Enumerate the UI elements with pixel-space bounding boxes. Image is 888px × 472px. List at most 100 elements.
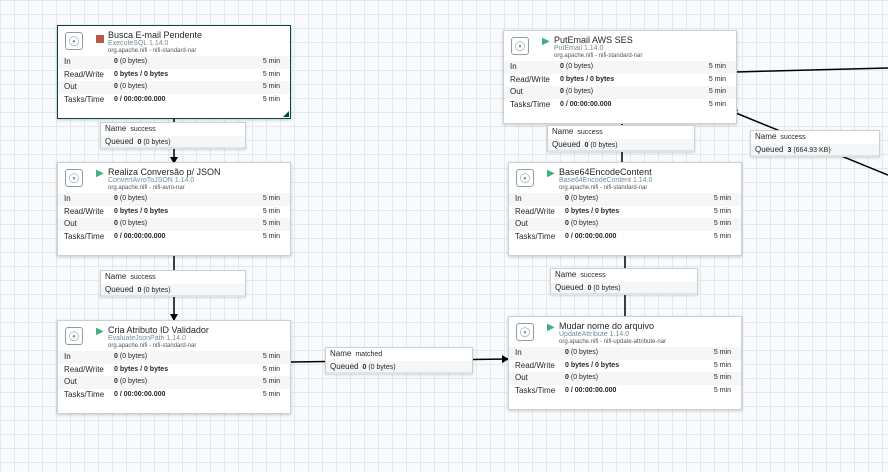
processor-base64-encode-content[interactable]: ☉ ▶ Base64EncodeContent Base64EncodeCont… — [508, 162, 742, 256]
processor-name: Mudar nome do arquivo — [559, 321, 655, 331]
stat-row-out: Out 0 (0 bytes) 5 min — [58, 218, 290, 231]
stat-row-tasks: Tasks/Time 0 / 00:00:00.000 5 min — [58, 231, 290, 244]
queue-progress-bar — [551, 293, 697, 295]
stat-row-read-write: Read/Write 0 bytes / 0 bytes 5 min — [58, 206, 290, 219]
stat-label: Tasks/Time — [515, 231, 556, 241]
connection-line-external-out[interactable] — [734, 67, 888, 73]
processor-icon: ☉ — [65, 327, 83, 345]
stat-value: 0 (0 bytes) — [114, 378, 148, 385]
stat-row-in: In 0 (0 bytes) 5 min — [504, 61, 736, 74]
stat-row-in: In 0 (0 bytes) 5 min — [58, 56, 290, 69]
processor-bundle: org.apache.nifi - nifi-standard-nar — [559, 185, 648, 191]
stat-label: In — [64, 352, 71, 361]
stat-row-read-write: Read/Write 0 bytes / 0 bytes 5 min — [504, 74, 736, 87]
processor-name: Cria Atributo ID Validador — [108, 325, 209, 335]
stat-value: 0 (0 bytes) — [565, 374, 599, 381]
stat-row-in: In 0 (0 bytes) 5 min — [509, 193, 741, 206]
stat-row-out: Out 0 (0 bytes) 5 min — [58, 81, 290, 94]
resize-handle[interactable] — [283, 111, 289, 117]
stat-window: 5 min — [262, 195, 280, 202]
stat-label: Read/Write — [64, 206, 104, 216]
stat-window: 5 min — [713, 374, 731, 381]
stat-window: 5 min — [262, 207, 280, 215]
stat-row-tasks: Tasks/Time 0 / 00:00:00.000 5 min — [509, 231, 741, 244]
play-icon: ▶ — [96, 326, 104, 337]
stat-label: In — [64, 57, 71, 66]
processor-icon: ☉ — [511, 37, 529, 55]
stat-window: 5 min — [713, 232, 731, 240]
stat-row-in: In 0 (0 bytes) 5 min — [509, 347, 741, 360]
stat-label: Out — [510, 87, 523, 96]
stat-value: 0 / 00:00:00.000 — [114, 390, 166, 398]
play-icon: ▶ — [542, 36, 550, 47]
processor-header: ☉ ▶ Realiza Conversão p/ JSON ConvertAvr… — [58, 163, 290, 193]
processor-bundle: org.apache.nifi - nifi-avro-nar — [108, 185, 185, 191]
stat-row-out: Out 0 (0 bytes) 5 min — [509, 218, 741, 231]
stat-value: 0 / 00:00:00.000 — [565, 232, 617, 240]
play-icon: ▶ — [96, 168, 104, 179]
stat-window: 5 min — [713, 361, 731, 369]
stat-label: Out — [515, 219, 528, 228]
stop-icon — [96, 35, 104, 43]
queue-progress-bar — [326, 372, 472, 374]
stat-value: 0 (0 bytes) — [560, 63, 594, 70]
stat-value: 0 bytes / 0 bytes — [565, 361, 620, 369]
stat-row-in: In 0 (0 bytes) 5 min — [58, 193, 290, 206]
processor-type: Base64EncodeContent 1.14.0 — [559, 177, 653, 184]
stat-row-read-write: Read/Write 0 bytes / 0 bytes 5 min — [58, 69, 290, 82]
stat-value: 0 bytes / 0 bytes — [114, 70, 169, 78]
processor-type: EvaluateJsonPath 1.14.0 — [108, 335, 186, 342]
processor-cria-atributo-id-validador[interactable]: ☉ ▶ Cria Atributo ID Validador EvaluateJ… — [57, 320, 291, 414]
stat-window: 5 min — [713, 386, 731, 394]
stat-label: Tasks/Time — [510, 99, 551, 109]
stat-label: Read/Write — [64, 69, 104, 79]
processor-realiza-conversao-json[interactable]: ☉ ▶ Realiza Conversão p/ JSON ConvertAvr… — [57, 162, 291, 256]
stat-label: In — [515, 348, 522, 357]
stat-window: 5 min — [262, 95, 280, 103]
stat-label: In — [515, 194, 522, 203]
processor-putemail-aws-ses[interactable]: ☉ ▶ PutEmail AWS SES PutEmail 1.14.0 org… — [503, 30, 737, 124]
stat-row-read-write: Read/Write 0 bytes / 0 bytes 5 min — [509, 206, 741, 219]
stat-label: Out — [64, 377, 77, 386]
stat-window: 5 min — [262, 365, 280, 373]
stat-window: 5 min — [262, 232, 280, 240]
processor-header: ☉ ▶ PutEmail AWS SES PutEmail 1.14.0 org… — [504, 31, 736, 61]
stat-value: 0 / 00:00:00.000 — [114, 232, 166, 240]
stat-value: 0 bytes / 0 bytes — [565, 207, 620, 215]
stat-label: Tasks/Time — [64, 389, 105, 399]
stat-value: 0 (0 bytes) — [565, 220, 599, 227]
stat-label: Out — [64, 82, 77, 91]
queue-progress-bar — [548, 150, 694, 152]
processor-mudar-nome-do-arquivo[interactable]: ☉ ▶ Mudar nome do arquivo UpdateAttribut… — [508, 316, 742, 410]
processor-type: ExecuteSQL 1.14.0 — [108, 40, 169, 47]
stat-value: 0 (0 bytes) — [565, 349, 599, 356]
processor-header: ☉ ▶ Base64EncodeContent Base64EncodeCont… — [509, 163, 741, 193]
stat-row-out: Out 0 (0 bytes) 5 min — [504, 86, 736, 99]
processor-header: ☉ Busca E-mail Pendente ExecuteSQL 1.14.… — [58, 26, 290, 56]
processor-name: Busca E-mail Pendente — [108, 30, 203, 40]
stat-row-in: In 0 (0 bytes) 5 min — [58, 351, 290, 364]
processor-bundle: org.apache.nifi - nifi-standard-nar — [554, 53, 643, 59]
stat-label: Out — [64, 219, 77, 228]
stat-window: 5 min — [713, 220, 731, 227]
stat-label: In — [64, 194, 71, 203]
stat-label: Read/Write — [515, 360, 555, 370]
stat-value: 0 / 00:00:00.000 — [560, 100, 612, 108]
processor-busca-email-pendente[interactable]: ☉ Busca E-mail Pendente ExecuteSQL 1.14.… — [57, 25, 291, 119]
processor-name: Base64EncodeContent — [559, 167, 652, 177]
stat-label: Tasks/Time — [64, 231, 105, 241]
